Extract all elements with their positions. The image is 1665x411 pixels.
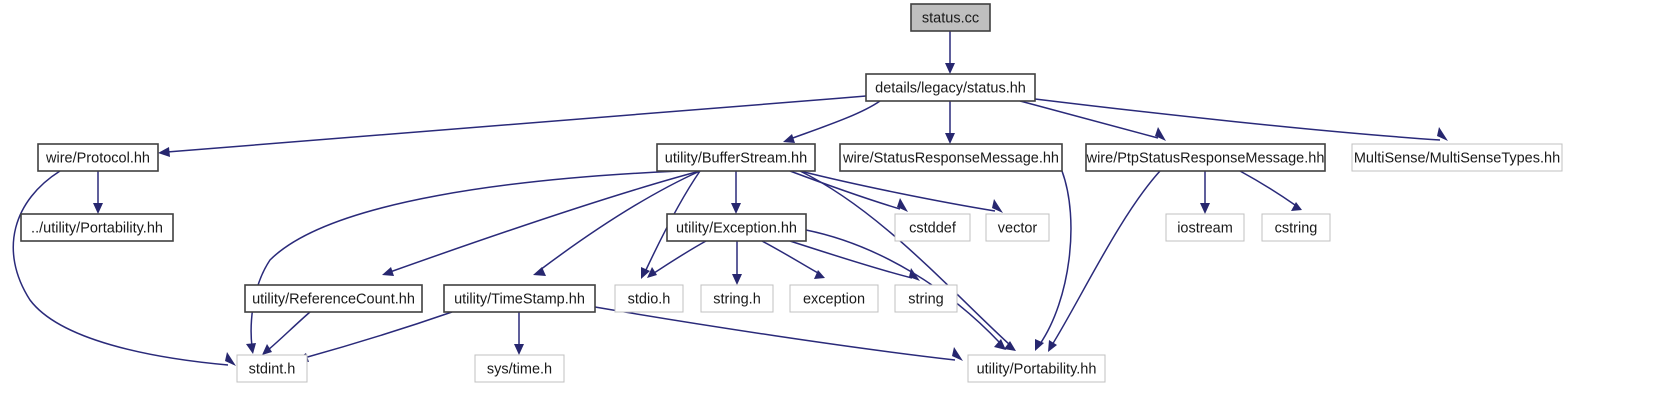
- node-legacy_status[interactable]: details/legacy/status.hh: [865, 73, 1036, 102]
- edge-statusresp-to-portability: [1035, 170, 1072, 351]
- edge-bufferstream-to-referencecount: [382, 170, 701, 276]
- node-box-rel_portability[interactable]: [20, 213, 174, 242]
- node-box-status_cc[interactable]: [910, 3, 991, 32]
- node-layer: status.cc details/legacy/status.hh wire/Pr…: [20, 3, 1563, 383]
- node-box-vector[interactable]: [985, 213, 1050, 242]
- edge-exception-to-portability: [805, 229, 1006, 350]
- node-rel_portability[interactable]: ../utility/Portability.hh: [20, 213, 174, 242]
- edge-legacy_status-to-bufferstream: [783, 100, 881, 143]
- edge-timestamp-to-stdint_h: [296, 311, 453, 362]
- edge-timestamp-to-portability: [594, 306, 963, 361]
- node-box-exception_std[interactable]: [789, 284, 879, 313]
- edge-exception-to-string_std: [789, 240, 920, 281]
- node-box-string_std[interactable]: [894, 284, 958, 313]
- node-box-stdio_h[interactable]: [614, 284, 684, 313]
- node-string_h[interactable]: string.h: [700, 284, 774, 313]
- edge-exception-to-exception_std: [761, 240, 825, 279]
- node-iostream[interactable]: iostream: [1165, 213, 1245, 242]
- node-box-statusresp[interactable]: [839, 143, 1063, 172]
- node-cstring[interactable]: cstring: [1261, 213, 1331, 242]
- node-box-legacy_status[interactable]: [865, 73, 1036, 102]
- node-statusresp[interactable]: wire/StatusResponseMessage.hh: [839, 143, 1063, 172]
- node-box-iostream[interactable]: [1165, 213, 1245, 242]
- node-box-portability[interactable]: [967, 354, 1106, 383]
- edge-wire_protocol-to-stdint_h: [12, 170, 236, 366]
- node-box-timestamp[interactable]: [443, 284, 596, 313]
- edge-ptpstatusresp-to-portability: [1048, 170, 1161, 352]
- edge-layer: [12, 31, 1448, 366]
- edge-bufferstream-to-timestamp: [533, 170, 701, 276]
- edge-legacy_status-to-statusresp: [945, 101, 955, 144]
- node-box-exception[interactable]: [666, 213, 807, 242]
- node-box-stdint_h[interactable]: [236, 354, 308, 383]
- node-portability[interactable]: utility/Portability.hh: [967, 354, 1106, 383]
- node-box-cstddef[interactable]: [894, 213, 971, 242]
- node-referencecount[interactable]: utility/ReferenceCount.hh: [244, 284, 423, 313]
- edge-bufferstream-to-stdint_h: [246, 170, 681, 354]
- edge-bufferstream-to-portability: [799, 170, 1016, 351]
- node-box-ptpstatusresp[interactable]: [1085, 143, 1326, 172]
- node-box-wire_protocol[interactable]: [37, 143, 159, 172]
- node-exception[interactable]: utility/Exception.hh: [666, 213, 807, 242]
- node-multisensetypes[interactable]: MultiSense/MultiSenseTypes.hh: [1351, 143, 1563, 172]
- edge-legacy_status-to-wire_protocol: [158, 95, 867, 157]
- edge-timestamp-to-sys_time_h: [514, 312, 524, 355]
- node-vector[interactable]: vector: [985, 213, 1050, 242]
- node-wire_protocol[interactable]: wire/Protocol.hh: [37, 143, 159, 172]
- edge-ptpstatusresp-to-cstring: [1239, 170, 1302, 211]
- node-cstddef[interactable]: cstddef: [894, 213, 971, 242]
- node-box-string_h[interactable]: [700, 284, 774, 313]
- edge-legacy_status-to-ptpstatusresp: [1019, 100, 1166, 141]
- node-exception_std[interactable]: exception: [789, 284, 879, 313]
- edge-bufferstream-to-exception: [731, 171, 741, 214]
- node-sys_time_h[interactable]: sys/time.h: [474, 354, 565, 383]
- node-box-referencecount[interactable]: [244, 284, 423, 313]
- edge-wire_protocol-to-rel_portability: [93, 171, 103, 214]
- edge-legacy_status-to-multisensetypes: [1034, 98, 1448, 141]
- edge-bufferstream-to-vector: [799, 170, 1003, 213]
- node-box-cstring[interactable]: [1261, 213, 1331, 242]
- edge-exception-to-string_h: [732, 241, 742, 285]
- node-box-sys_time_h[interactable]: [474, 354, 565, 383]
- node-box-multisensetypes[interactable]: [1351, 143, 1563, 172]
- node-status_cc[interactable]: status.cc: [910, 3, 991, 32]
- node-bufferstream[interactable]: utility/BufferStream.hh: [656, 143, 816, 172]
- edge-ptpstatusresp-to-iostream: [1200, 171, 1210, 214]
- edge-bufferstream-to-cstddef: [789, 170, 908, 212]
- edge-status_cc-to-legacy_status: [945, 31, 955, 74]
- node-string_std[interactable]: string: [894, 284, 958, 313]
- edge-exception-to-stdio_h: [647, 240, 707, 278]
- node-timestamp[interactable]: utility/TimeStamp.hh: [443, 284, 596, 313]
- edge-referencecount-to-stdint_h: [262, 311, 311, 355]
- node-box-bufferstream[interactable]: [656, 143, 816, 172]
- node-stdio_h[interactable]: stdio.h: [614, 284, 684, 313]
- node-stdint_h[interactable]: stdint.h: [236, 354, 308, 383]
- node-ptpstatusresp[interactable]: wire/PtpStatusResponseMessage.hh: [1085, 143, 1326, 172]
